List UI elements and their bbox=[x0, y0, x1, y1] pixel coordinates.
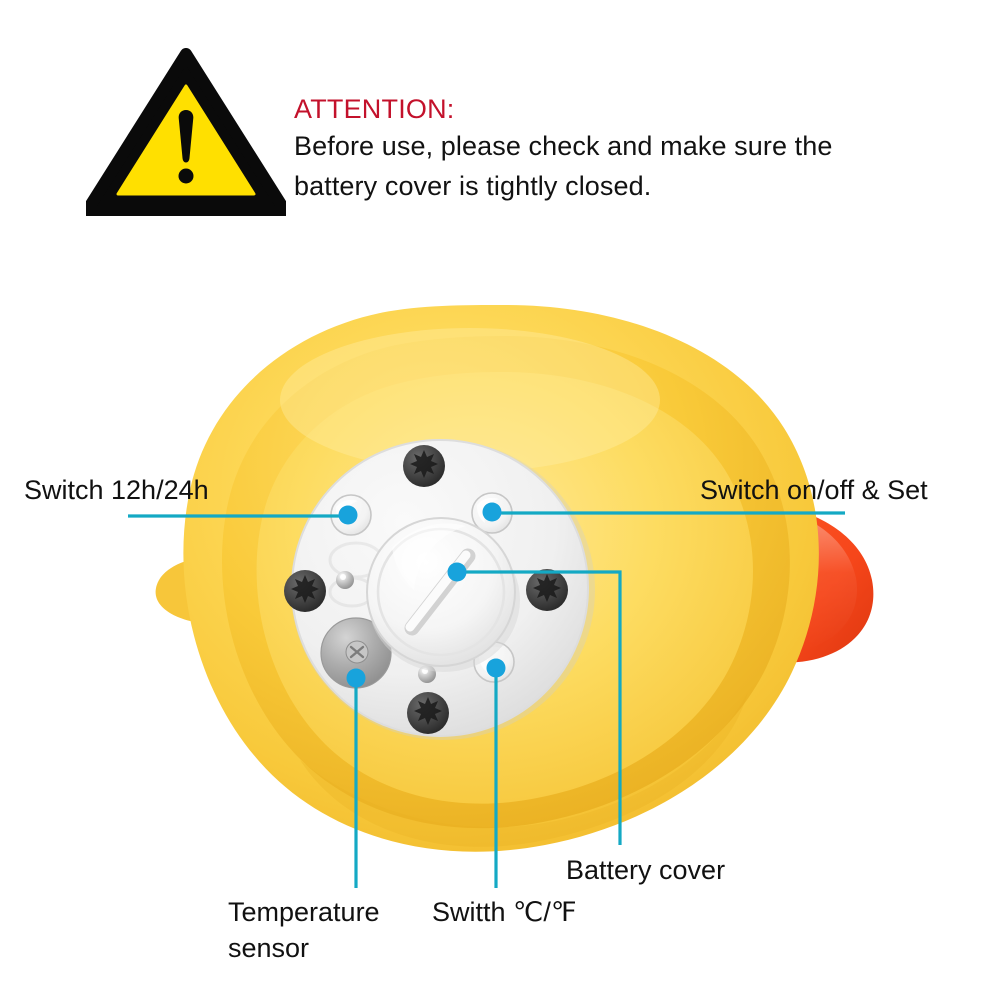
callout-label-temperature-sensor: Temperature sensor bbox=[228, 897, 380, 963]
callout-label-battery-cover: Battery cover bbox=[566, 855, 726, 885]
attention-banner: ATTENTION: Before use, please check and … bbox=[0, 0, 1000, 250]
attention-line-2: battery cover is tightly closed. bbox=[294, 171, 652, 201]
screw-left bbox=[284, 570, 326, 612]
callout-dot-on-off-set bbox=[482, 502, 502, 522]
attention-line-1: Before use, please check and make sure t… bbox=[294, 131, 833, 161]
attention-body: Before use, please check and make sure t… bbox=[294, 126, 954, 206]
callout-label-switch-12h-24h: Switch 12h/24h bbox=[24, 475, 209, 505]
callout-label-switch-c-f: Switth ℃/℉ bbox=[432, 897, 577, 927]
screw-bottom bbox=[407, 692, 449, 734]
callout-label-switch-on-off-set: Switch on/off & Set bbox=[700, 475, 928, 505]
callout-dots bbox=[338, 502, 506, 688]
temperature-sensor bbox=[320, 617, 392, 689]
callout-dot-c-f bbox=[486, 658, 506, 678]
warning-triangle-icon bbox=[82, 48, 290, 220]
callout-dot-battery-cover bbox=[447, 562, 467, 582]
attention-heading: ATTENTION: bbox=[294, 94, 455, 124]
screw-right bbox=[526, 569, 568, 611]
callout-dot-12h-24h bbox=[338, 505, 358, 525]
attention-text-block: ATTENTION: Before use, please check and … bbox=[294, 92, 954, 206]
screw-top bbox=[403, 445, 445, 487]
callout-dot-temperature-sensor bbox=[346, 668, 366, 688]
